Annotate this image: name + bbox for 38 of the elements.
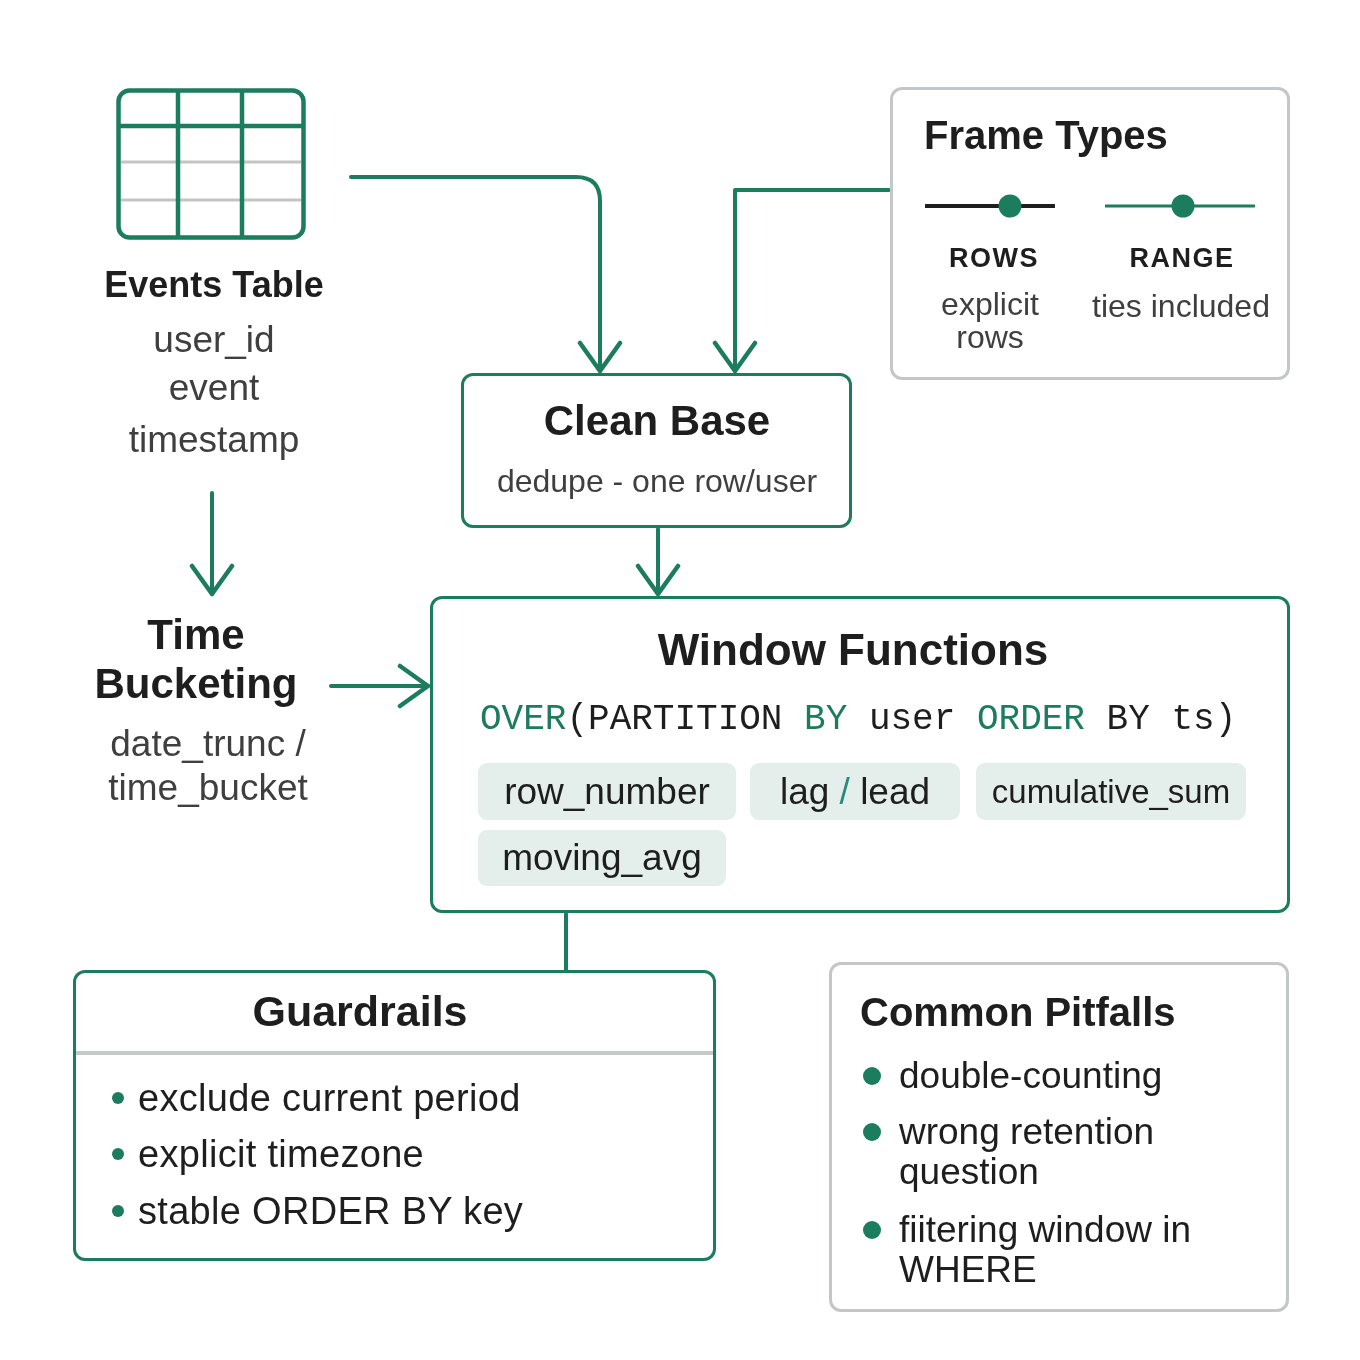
list-item: stable ORDER BY key bbox=[138, 1189, 524, 1233]
arrow bbox=[329, 663, 431, 709]
list-item: wrong retention question bbox=[899, 1112, 1156, 1192]
arrow bbox=[189, 491, 235, 597]
frame-type-name: ROWS bbox=[949, 242, 1039, 274]
connector-line bbox=[564, 912, 568, 972]
process-box bbox=[461, 373, 852, 528]
step-title: Time Bucketing bbox=[93, 610, 299, 708]
function-tag: moving_avg bbox=[478, 830, 726, 886]
panel-title: Frame Types bbox=[924, 112, 1168, 158]
panel-title: Common Pitfalls bbox=[860, 989, 1176, 1035]
function-tag: lag / lead bbox=[750, 763, 960, 820]
field-name: event bbox=[168, 366, 260, 410]
box-title: Clean Base bbox=[543, 397, 771, 445]
frame-type-name: RANGE bbox=[1129, 242, 1235, 274]
table-title: Events Table bbox=[104, 264, 324, 306]
function-tag: cumulative_sum bbox=[976, 763, 1246, 820]
arrow bbox=[349, 175, 623, 374]
box-title: Window Functions bbox=[657, 625, 1049, 675]
box-subtitle: dedupe - one row/user bbox=[496, 463, 818, 499]
info-panel bbox=[890, 87, 1290, 380]
code-snippet: OVER(PARTITION BY user ORDER BY ts) bbox=[480, 699, 1237, 741]
field-name: user_id bbox=[153, 318, 275, 362]
field-name: timestamp bbox=[128, 418, 300, 462]
list-item: double-counting bbox=[899, 1056, 1163, 1096]
frame-type-description: explicit rows bbox=[940, 288, 1040, 354]
panel-title: Guardrails bbox=[252, 987, 468, 1035]
list-item: exclude current period bbox=[138, 1076, 521, 1120]
function-tag: row_number bbox=[478, 763, 736, 820]
frame-type-description: ties included bbox=[1092, 289, 1270, 323]
list-panel bbox=[829, 962, 1289, 1312]
list-panel bbox=[73, 970, 716, 1261]
step-description: date_trunc / time_bucket bbox=[107, 722, 309, 810]
list-item: fiitering window in WHERE bbox=[899, 1210, 1193, 1290]
list-item: explicit timezone bbox=[138, 1132, 424, 1176]
arrow bbox=[635, 527, 681, 597]
process-box bbox=[430, 596, 1290, 913]
arrow bbox=[712, 188, 891, 374]
